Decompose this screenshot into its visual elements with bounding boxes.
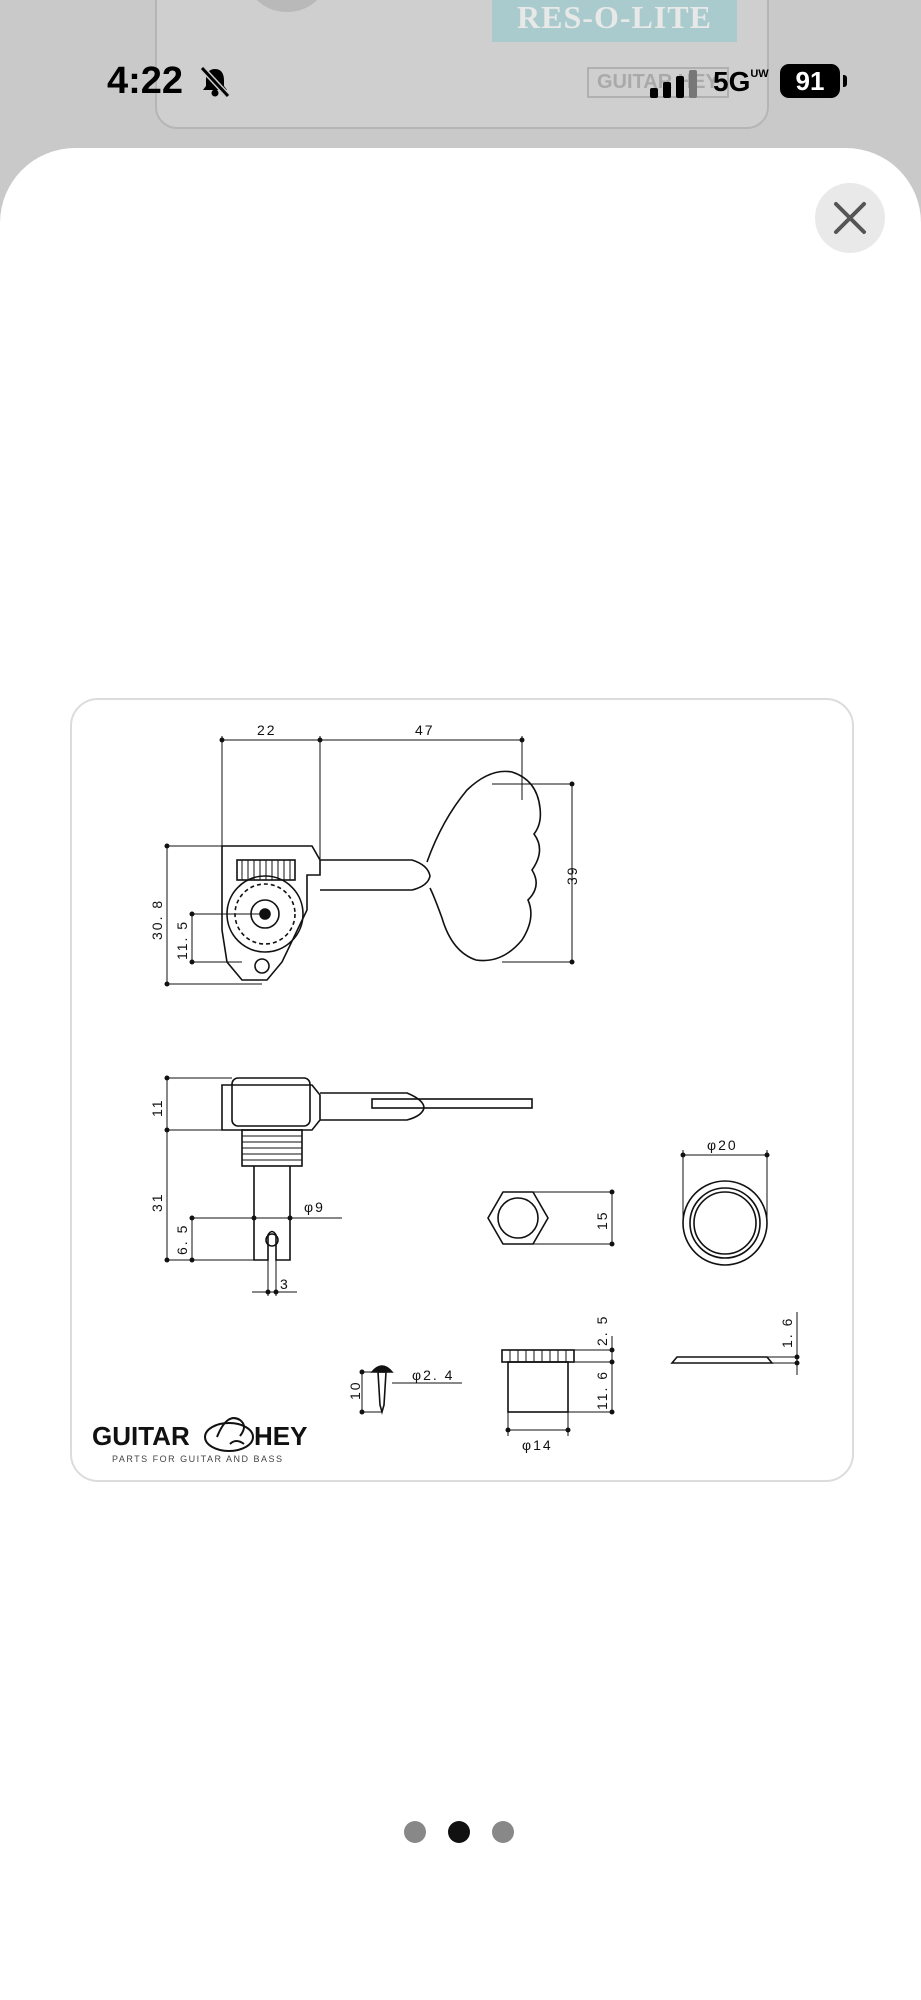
background-knob-image bbox=[247, 0, 327, 12]
dim-screw-10: 10 bbox=[347, 1380, 363, 1400]
bell-muted-icon bbox=[199, 66, 231, 98]
dim-1-6: 1. 6 bbox=[779, 1317, 795, 1348]
close-button[interactable] bbox=[815, 183, 885, 253]
page-dot-2[interactable] bbox=[448, 1821, 470, 1843]
dim-30-8: 30. 8 bbox=[149, 899, 165, 940]
logo-text-guitar: GUITAR bbox=[92, 1421, 190, 1451]
bushing-body bbox=[507, 1361, 569, 1413]
page-dot-3[interactable] bbox=[492, 1821, 514, 1843]
dim-11-5: 11. 5 bbox=[174, 920, 190, 960]
dim-2-5: 2. 5 bbox=[594, 1315, 610, 1346]
dim-11-6: 11. 6 bbox=[594, 1370, 610, 1410]
network-sup: UW bbox=[750, 67, 769, 80]
flat-washer-side bbox=[670, 1356, 774, 1364]
dim-phi-14: φ14 bbox=[522, 1437, 553, 1453]
hand-icon bbox=[204, 1417, 254, 1452]
dim-phi-2-4: φ2. 4 bbox=[412, 1367, 454, 1383]
page-dot-1[interactable] bbox=[404, 1821, 426, 1843]
dim-3: 3 bbox=[280, 1276, 290, 1292]
status-time: 4:22 bbox=[107, 60, 184, 102]
close-icon bbox=[834, 202, 866, 234]
logo-tagline: PARTS FOR GUITAR AND BASS bbox=[112, 1454, 284, 1464]
dim-47: 47 bbox=[415, 722, 435, 738]
washer bbox=[682, 1180, 768, 1266]
hex-nut bbox=[487, 1191, 549, 1245]
dim-39: 39 bbox=[564, 865, 580, 885]
tuner-diagram-image[interactable]: 22 47 39 30. 8 11. 5 bbox=[70, 698, 854, 1482]
background-brand-text: RES-O-LITE bbox=[492, 0, 737, 42]
side-view-housing bbox=[221, 1084, 321, 1131]
guitarhey-logo: GUITAR HEY PARTS FOR GUITAR AND BASS bbox=[92, 1417, 307, 1464]
battery-icon: 91 bbox=[780, 64, 840, 98]
dim-15: 15 bbox=[594, 1210, 610, 1230]
network-label: 5GUW bbox=[713, 66, 769, 98]
dim-phi-20: φ20 bbox=[707, 1137, 738, 1153]
logo-text-hey: HEY bbox=[254, 1421, 307, 1451]
tuner-plate-outline bbox=[221, 845, 321, 981]
dim-6-5: 6. 5 bbox=[174, 1224, 190, 1255]
bushing-flange bbox=[501, 1349, 575, 1363]
dim-22: 22 bbox=[257, 722, 277, 738]
tuner-key-outline bbox=[426, 770, 542, 962]
screw bbox=[370, 1365, 394, 1373]
network-type: 5G bbox=[713, 66, 751, 97]
tuner-shaft bbox=[320, 859, 431, 891]
page-indicator bbox=[404, 1821, 514, 1843]
background-logo: GUITAR HEY bbox=[587, 67, 729, 98]
dim-11: 11 bbox=[149, 1098, 165, 1117]
diagram-svg: 22 47 39 30. 8 11. 5 bbox=[92, 722, 800, 1464]
signal-icon bbox=[650, 70, 697, 98]
dim-phi-9: φ9 bbox=[304, 1199, 325, 1215]
background-product-card: RES-O-LITE GUITAR HEY bbox=[155, 0, 769, 129]
battery-tip bbox=[843, 75, 847, 87]
dim-31: 31 bbox=[149, 1192, 165, 1212]
